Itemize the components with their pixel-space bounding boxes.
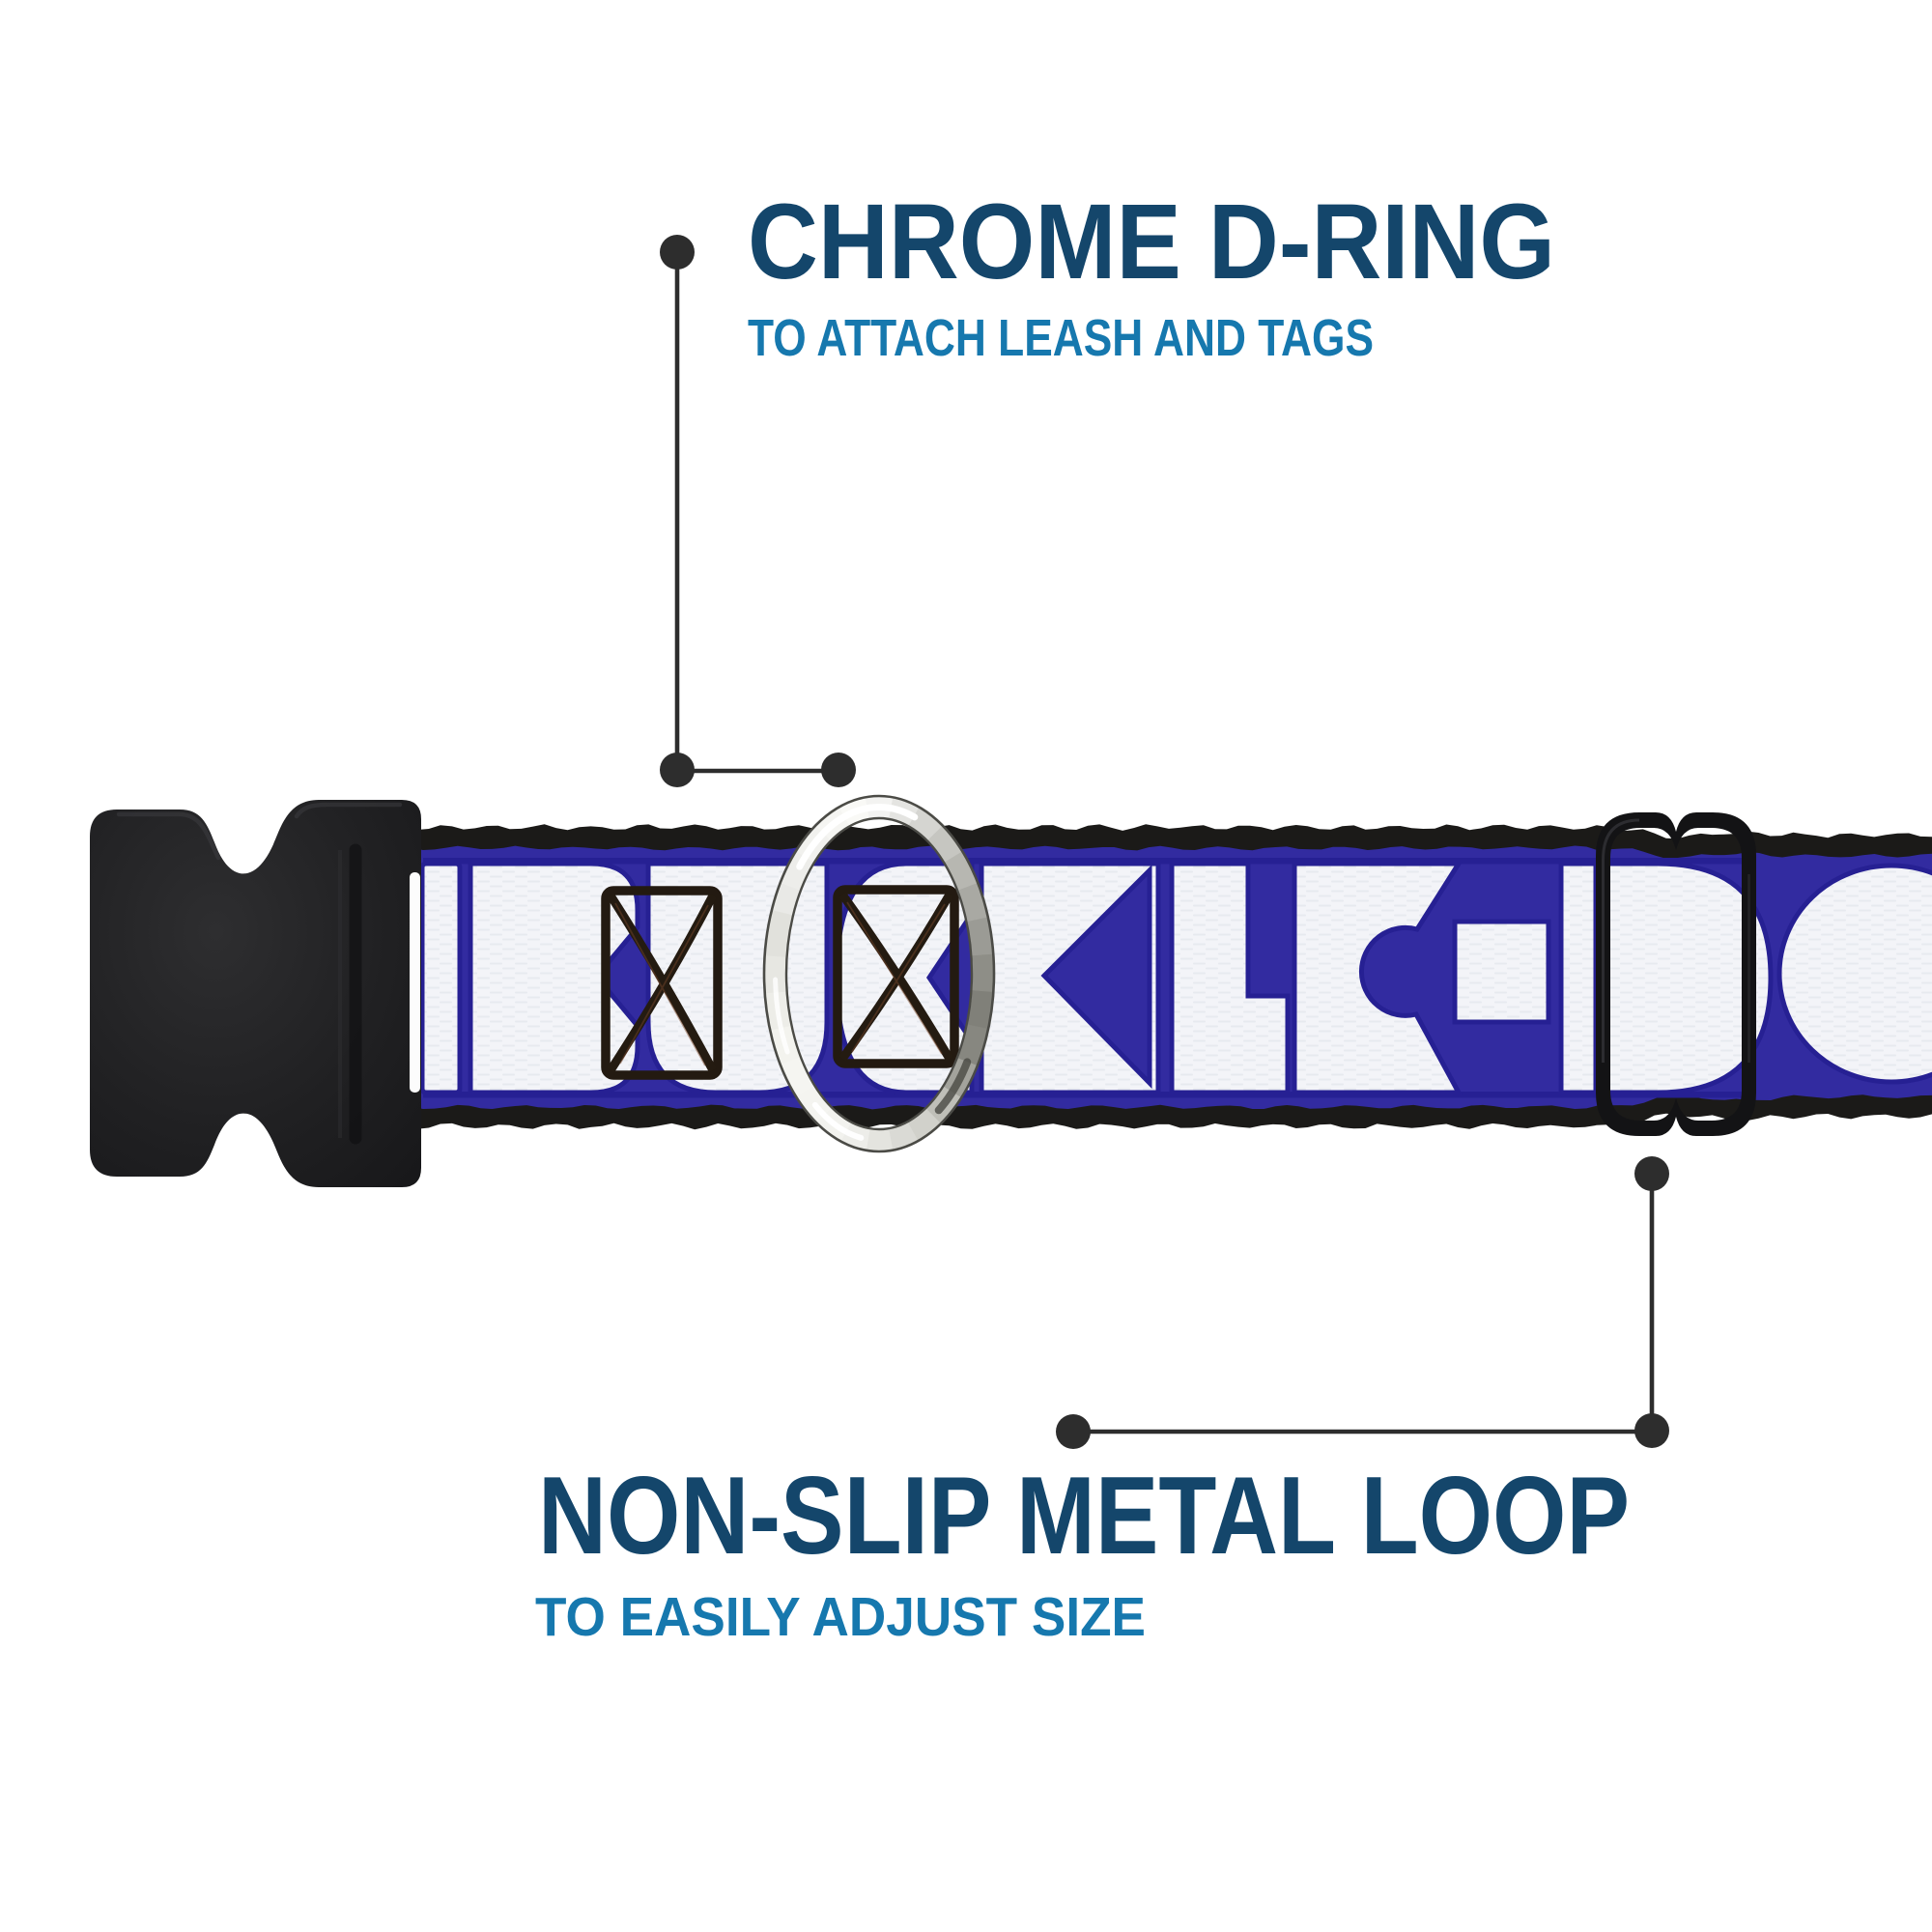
svg-text:NON-SLIP METAL LOOP: NON-SLIP METAL LOOP bbox=[538, 1455, 1630, 1577]
svg-text:TO ATTACH LEASH AND TAGS: TO ATTACH LEASH AND TAGS bbox=[748, 309, 1374, 367]
svg-text:TO EASILY ADJUST SIZE: TO EASILY ADJUST SIZE bbox=[535, 1586, 1146, 1648]
svg-text:CHROME D-RING: CHROME D-RING bbox=[748, 183, 1555, 301]
